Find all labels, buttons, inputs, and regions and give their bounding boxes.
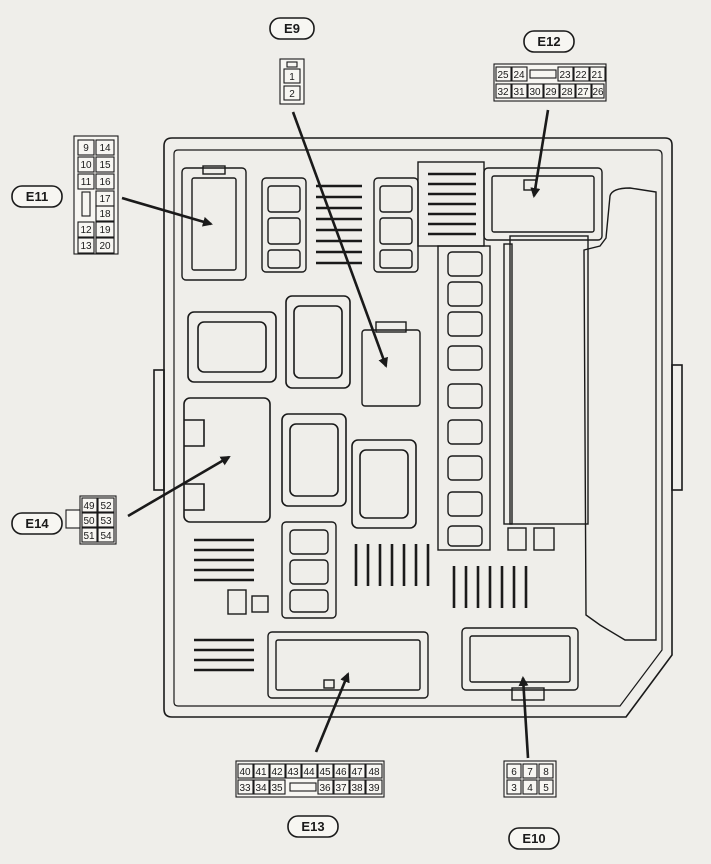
e12-pin: 25 [497,70,509,81]
e11-pin: 17 [99,194,111,205]
e13-pin: 34 [255,783,267,794]
e13-pin: 41 [255,767,267,778]
top-right-slot-lines [428,172,476,236]
e14-pin: 51 [83,531,95,542]
label-e13: E13 [287,815,339,838]
e13-pin: 35 [271,783,283,794]
e13-arrow [314,672,350,753]
e13-pin: 48 [368,767,380,778]
right-large-module [503,187,657,641]
e10-face: 6 7 8 3 4 5 [503,760,557,798]
label-e11-text: E11 [26,189,48,204]
e12-face: 25 24 23 22 21 32 31 30 29 28 27 26 [493,63,607,102]
e14-arrow [127,455,231,518]
e10-pin: 5 [543,783,549,794]
e12-pin: 30 [529,87,541,98]
e11-pin: 16 [99,177,111,188]
e13-socket [267,631,429,699]
e13-pin: 40 [239,767,251,778]
e10-pin: 6 [511,767,517,778]
e10-pin: 7 [527,767,533,778]
e11-pin: 19 [99,225,111,236]
label-e13-text: E13 [301,819,324,834]
e11-pin: 10 [80,160,92,171]
e12-pin: 28 [561,87,573,98]
e9-pin: 1 [289,72,295,83]
e10-pin: 4 [527,783,533,794]
e11-pin: 12 [80,225,92,236]
e10-arrow [518,676,530,759]
e13-pin: 47 [351,767,363,778]
e12-pin: 27 [577,87,589,98]
e13-pin: 38 [351,783,363,794]
e11-pin: 11 [81,177,92,188]
e11-pin: 15 [99,160,111,171]
relay-group [187,295,417,529]
e11-socket [181,165,247,281]
e14-face: 49 52 50 53 51 54 [65,495,117,545]
label-e12: E12 [523,30,575,53]
label-e11: E11 [11,185,63,208]
e11-pin: 9 [83,143,89,154]
e12-pin: 21 [591,70,603,81]
label-e14: E14 [11,512,63,535]
e13-pin: 33 [239,783,251,794]
lower-slots [354,544,528,608]
label-e14-text: E14 [25,516,49,531]
small-fuses [227,527,555,615]
e12-pin: 22 [575,70,587,81]
lower-left-slots [194,538,254,672]
e10-pin: 8 [543,767,549,778]
e12-pin: 26 [592,87,604,98]
label-e9-text: E9 [284,21,300,36]
e12-pin: 31 [513,87,525,98]
e14-pin: 49 [83,501,95,512]
e9-pin: 2 [289,89,295,100]
e13-pin: 37 [335,783,347,794]
label-e9: E9 [269,17,315,40]
e14-pin: 52 [100,501,112,512]
e13-pin: 36 [319,783,331,794]
callout-arrows [121,109,550,759]
e13-pin: 39 [368,783,380,794]
fuse-column [437,245,491,551]
fuse-box-body [153,137,683,718]
e12-pin: 32 [497,87,509,98]
label-e10: E10 [508,827,560,850]
e11-pin: 14 [99,143,111,154]
e11-pin: 18 [99,209,111,220]
e11-pin: 13 [80,241,92,252]
e13-pin: 43 [287,767,299,778]
e13-face: 40 41 42 43 44 45 46 47 48 33 34 35 36 3… [235,760,385,798]
e9-arrow [291,111,388,368]
e14-pin: 53 [100,516,112,527]
label-e12-text: E12 [537,34,560,49]
e10-pin: 3 [511,783,517,794]
top-slots [316,184,362,265]
e14-socket [183,397,271,523]
pin-faces: 1 2 25 24 23 22 21 32 31 30 [65,58,607,798]
e11-face: 9 14 10 15 11 16 17 18 12 19 13 20 [73,135,119,255]
e9-face: 1 2 [279,58,305,105]
e10-socket [461,627,579,701]
e13-pin: 46 [335,767,347,778]
connector-labels: E9 E12 E11 E14 E13 E10 [11,17,575,850]
e14-pin: 50 [83,516,95,527]
lower-fuse-block [281,521,337,619]
e13-pin: 42 [271,767,283,778]
e12-socket [483,167,603,241]
e12-pin: 23 [559,70,571,81]
top-fuse-block [261,177,419,273]
e13-pin: 45 [319,767,331,778]
e12-arrow [530,109,550,198]
e12-pin: 24 [513,70,525,81]
e9-socket [361,321,421,407]
e12-pin: 29 [545,87,557,98]
e11-pin: 20 [99,241,111,252]
e11-arrow [121,196,213,227]
e13-pin: 44 [303,767,315,778]
e14-pin: 54 [100,531,112,542]
label-e10-text: E10 [522,831,545,846]
